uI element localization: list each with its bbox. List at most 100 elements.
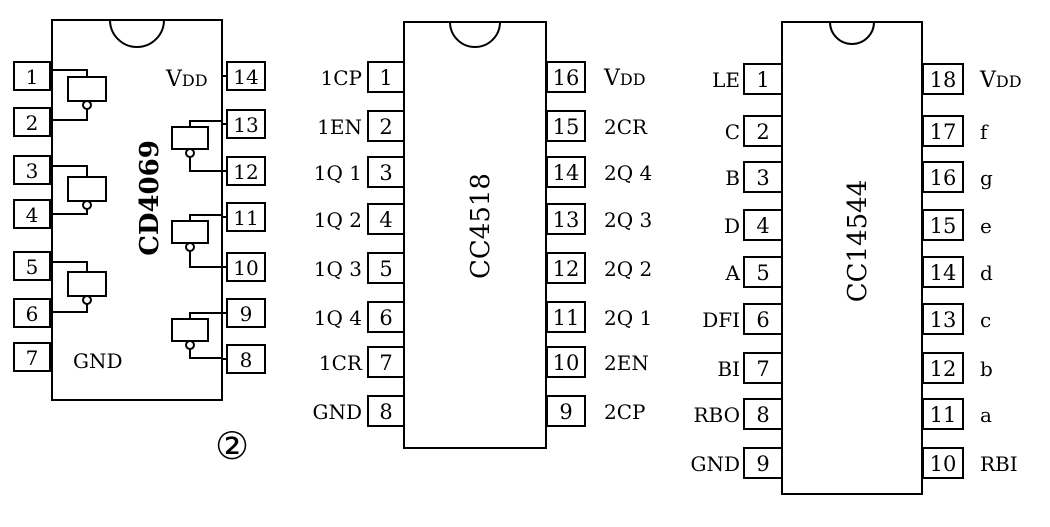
cd4069-pin-7: 7 bbox=[13, 342, 51, 372]
cd4069-pin-3-number: 3 bbox=[26, 159, 39, 183]
cc14544-pin-6: 6 bbox=[743, 303, 783, 335]
inverter-9-8 bbox=[171, 312, 222, 359]
inverter-11-10 bbox=[171, 214, 222, 268]
cc4518-pin-1-number: 1 bbox=[379, 66, 392, 90]
cc14544-pin-12-number: 12 bbox=[930, 357, 957, 381]
cc14544-label-15: e bbox=[980, 214, 992, 238]
cd4069-pin-11: 11 bbox=[226, 202, 266, 232]
figure-number: ② bbox=[215, 424, 249, 468]
cd4069-pin-13: 13 bbox=[226, 109, 266, 139]
cc4518-label-7: 1CR bbox=[319, 351, 363, 375]
cc14544-pin-13-number: 13 bbox=[930, 308, 957, 332]
pin1-notch bbox=[829, 21, 875, 45]
cd4069-pin-1-number: 1 bbox=[26, 65, 39, 89]
cc14544-pin-1: 1 bbox=[743, 63, 783, 95]
inverter-5-6 bbox=[52, 261, 107, 313]
cc4518-pin-2-number: 2 bbox=[379, 115, 392, 139]
cc4518-label-12: 2Q 2 bbox=[604, 257, 652, 281]
cc14544-pin-4: 4 bbox=[743, 209, 783, 241]
cc14544-pin-6-number: 6 bbox=[756, 308, 769, 332]
cc14544-pin-9: 9 bbox=[743, 447, 783, 479]
cc4518-label-8: GND bbox=[312, 400, 362, 424]
cc4518-pin-10-number: 10 bbox=[553, 351, 580, 375]
cc14544-label-17: f bbox=[980, 120, 989, 144]
cc4518-pin-8: 8 bbox=[367, 395, 405, 427]
cc4518-pin-14-number: 14 bbox=[553, 161, 580, 185]
cc4518-label-2: 1EN bbox=[317, 115, 362, 139]
cc14544-pin-10: 10 bbox=[922, 447, 964, 479]
cc4518-pin-12: 12 bbox=[546, 252, 586, 284]
cc4518-pin-4-number: 4 bbox=[379, 208, 392, 232]
cc4518-pin-3: 3 bbox=[367, 156, 405, 188]
cc14544-pin-7-number: 7 bbox=[756, 357, 769, 381]
cd4069-pin-8: 8 bbox=[226, 344, 266, 374]
cd4069-pin-6-number: 6 bbox=[26, 302, 39, 326]
cc14544-pin-14: 14 bbox=[922, 256, 964, 288]
cc14544-pin-3-number: 3 bbox=[756, 166, 769, 190]
cc14544-name: CC14544 bbox=[843, 180, 873, 303]
cc4518-pin-4: 4 bbox=[367, 203, 405, 235]
cd4069-pin-14: 14 bbox=[226, 61, 266, 91]
cc14544-pin-11-number: 11 bbox=[930, 403, 957, 427]
cc4518-name: CC4518 bbox=[466, 173, 496, 279]
cc4518-pin-7: 7 bbox=[367, 346, 405, 378]
cc4518-pin-3-number: 3 bbox=[379, 161, 392, 185]
cc4518-pin-1: 1 bbox=[367, 61, 405, 93]
cc4518-pin-6: 6 bbox=[367, 301, 405, 333]
cc4518-label-9: 2CP bbox=[604, 400, 645, 424]
cd4069-pin-5: 5 bbox=[13, 251, 51, 281]
cc14544-label-1: LE bbox=[712, 68, 740, 92]
cd4069-pin-1: 1 bbox=[13, 61, 51, 91]
cc4518-label-5: 1Q 3 bbox=[314, 257, 362, 281]
cc14544-label-8: RBO bbox=[693, 403, 740, 427]
cd4069-pin-10-number: 10 bbox=[233, 256, 258, 280]
cc14544-pin-13: 13 bbox=[922, 303, 964, 335]
cc14544-label-12: b bbox=[980, 357, 993, 381]
cc4518-vdd-label: VDD bbox=[603, 66, 646, 91]
cc14544-pin-18-number: 18 bbox=[930, 68, 957, 92]
cd4069-pin-4: 4 bbox=[13, 199, 51, 229]
cc14544-pin-2: 2 bbox=[743, 115, 783, 147]
cc4518-label-1: 1CP bbox=[321, 66, 362, 90]
cc4518-pin-6-number: 6 bbox=[379, 306, 392, 330]
cc14544-pin-8: 8 bbox=[743, 398, 783, 430]
cc14544-label-6: DFI bbox=[702, 308, 740, 332]
cd4069-pin-12-number: 12 bbox=[233, 160, 258, 184]
cc14544-pin-18: 18 bbox=[922, 63, 964, 95]
cd4069-gnd-label: GND bbox=[73, 349, 123, 373]
inverter-13-12 bbox=[171, 120, 222, 172]
cc4518-label-14: 2Q 4 bbox=[604, 161, 652, 185]
cd4069-pin-7-number: 7 bbox=[26, 346, 39, 370]
cc4518-pin-15-number: 15 bbox=[553, 115, 580, 139]
cd4069-pin-2: 2 bbox=[13, 107, 51, 137]
cc4518-pin-12-number: 12 bbox=[553, 257, 580, 281]
cc4518-pin-9-number: 9 bbox=[559, 400, 572, 424]
cc4518-body bbox=[403, 21, 547, 449]
cc14544-pin-16: 16 bbox=[922, 161, 964, 193]
cc14544-pin-15: 15 bbox=[922, 209, 964, 241]
cc14544-label-10: RBI bbox=[980, 452, 1018, 476]
cc4518-pin-13: 13 bbox=[546, 203, 586, 235]
cc4518-pin-14: 14 bbox=[546, 156, 586, 188]
cc14544-pin-10-number: 10 bbox=[930, 452, 957, 476]
cc4518-label-6: 1Q 4 bbox=[314, 306, 362, 330]
cc14544-pin-16-number: 16 bbox=[930, 166, 957, 190]
pin1-notch bbox=[449, 21, 501, 48]
cc14544-pin-5-number: 5 bbox=[756, 261, 769, 285]
cc14544-pin-9-number: 9 bbox=[756, 452, 769, 476]
cd4069-pin-11-number: 11 bbox=[233, 206, 258, 230]
cc14544-pin-17: 17 bbox=[922, 115, 964, 147]
cc14544-label-5: A bbox=[725, 261, 741, 285]
cc4518-pin-15: 15 bbox=[546, 110, 586, 142]
cc14544-pin-4-number: 4 bbox=[756, 214, 769, 238]
cd4069-pin-4-number: 4 bbox=[26, 203, 39, 227]
cd4069-body bbox=[51, 19, 223, 401]
cc4518-label-4: 1Q 2 bbox=[314, 208, 362, 232]
cc4518-pin-5-number: 5 bbox=[379, 257, 392, 281]
cc4518-label-3: 1Q 1 bbox=[314, 161, 362, 185]
cc4518-label-10: 2EN bbox=[604, 351, 649, 375]
cd4069-pin-2-number: 2 bbox=[26, 111, 39, 135]
cc14544-pin-17-number: 17 bbox=[930, 120, 957, 144]
